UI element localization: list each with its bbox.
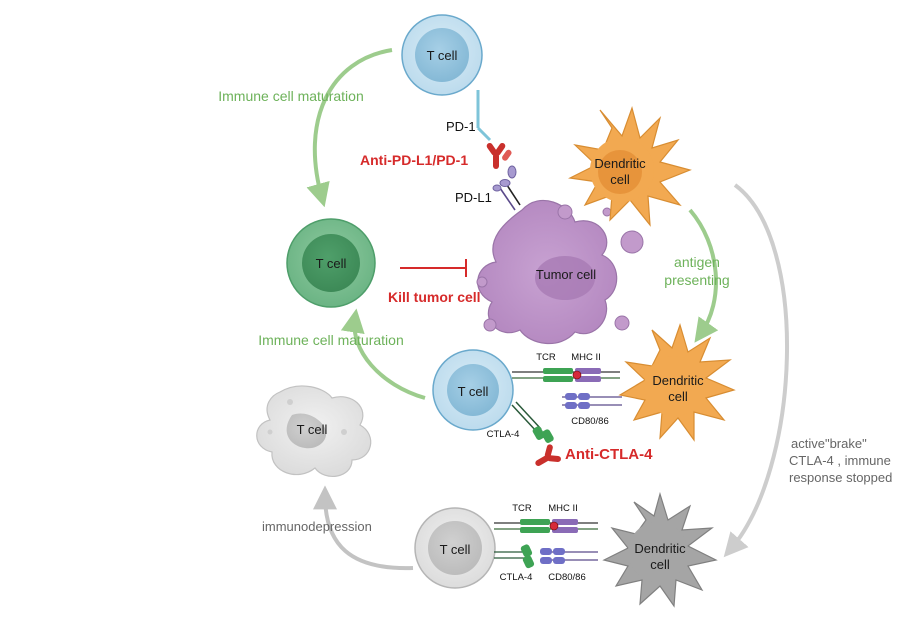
anti-ctla4-antibody: [535, 444, 561, 466]
tcr-bottom-label: TCR: [512, 503, 532, 514]
arrow-active-brake: [723, 183, 790, 558]
t-cell-gray: T cell: [256, 385, 372, 477]
t-cell-top-label: T cell: [427, 48, 458, 63]
ctla4-cd80-bottom: CTLA-4 CD80/86: [494, 544, 598, 583]
inhibition-symbol: [400, 259, 467, 277]
dendritic-cell-bottom: Dendritic cell: [602, 491, 718, 608]
dendritic-mid-label-2: cell: [668, 389, 688, 404]
ctla4-mid-label: CTLA-4: [487, 429, 520, 440]
cd80-bottom-label: CD80/86: [548, 572, 586, 583]
arrow-immunodepression: [313, 485, 414, 571]
t-cell-bottom: T cell: [414, 507, 496, 589]
arrow-maturation-top: [306, 48, 393, 208]
dendritic-top-label-2: cell: [610, 172, 630, 187]
pd1-label: PD-1: [446, 119, 476, 134]
arrow-maturation-mid: [340, 308, 426, 400]
dendritic-mid-label-1: Dendritic: [652, 373, 704, 388]
t-cell-gray-label: T cell: [297, 422, 328, 437]
immune-maturation-top-label: Immune cell maturation: [218, 88, 364, 104]
t-cell-green: T cell: [286, 218, 376, 308]
t-cell-mid: T cell: [432, 349, 514, 431]
dendritic-bottom-label-1: Dendritic: [634, 541, 686, 556]
cd80-mid: CD80/86: [562, 393, 622, 427]
immune-maturation-mid-label: Immune cell maturation: [258, 332, 404, 348]
kill-tumor-label: Kill tumor cell: [388, 289, 481, 305]
mhc-bottom-label: MHC II: [548, 503, 578, 514]
ctla4-bottom-label: CTLA-4: [500, 572, 533, 583]
antigen-label-1: antigen: [674, 254, 720, 270]
dendritic-bottom-label-2: cell: [650, 557, 670, 572]
ctla4-mid: CTLA-4: [487, 401, 554, 443]
t-cell-top: T cell: [401, 14, 483, 96]
dendritic-top-label-1: Dendritic: [594, 156, 646, 171]
anti-pdl1-antibody: [486, 142, 512, 169]
antigen-label-2: presenting: [664, 272, 729, 288]
immunodepression-label: immunodepression: [262, 519, 372, 534]
t-cell-bottom-label: T cell: [440, 542, 471, 557]
anti-pdl1-label: Anti-PD-L1/PD-1: [360, 152, 468, 168]
t-cell-mid-label: T cell: [458, 384, 489, 399]
cd80-mid-label: CD80/86: [571, 416, 609, 427]
pdl1-label: PD-L1: [455, 190, 492, 205]
dendritic-cell-mid: Dendritic cell: [618, 323, 736, 442]
tcr-mid-label: TCR: [536, 352, 556, 363]
tumor-cell-label: Tumor cell: [536, 267, 596, 282]
t-cell-green-label: T cell: [316, 256, 347, 271]
brake-label-3: response stopped: [789, 470, 892, 485]
mhc-mid-label: MHC II: [571, 352, 601, 363]
tumor-cell: Tumor cell: [476, 199, 644, 345]
dendritic-cell-top: Dendritic cell: [568, 105, 692, 227]
tcr-mhc-complex-bottom: TCR MHC II: [494, 503, 598, 533]
brake-label-2: CTLA-4 , immune: [789, 453, 891, 468]
arrow-antigen-presenting: [688, 208, 719, 343]
tcr-mhc-complex-mid: TCR MHC II: [512, 352, 620, 382]
anti-ctla4-label: Anti-CTLA-4: [565, 446, 653, 463]
brake-label-1: active"brake": [791, 436, 867, 451]
pd1-receptor: [476, 90, 492, 142]
pdl1-molecule: [492, 165, 521, 211]
